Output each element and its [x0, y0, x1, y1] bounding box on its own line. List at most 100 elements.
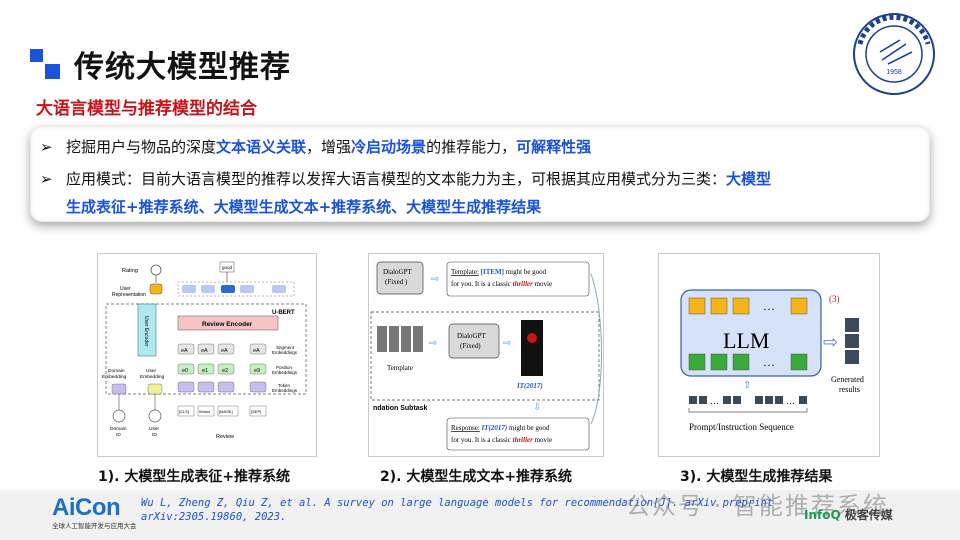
token-embeddings-row [177, 381, 267, 393]
bullet-1-highlight-2: 冷启动场景 [351, 138, 427, 156]
svg-text:…: … [710, 396, 719, 406]
bullet-1-highlight-1: 文本语义关联 [216, 138, 307, 156]
response-box [446, 417, 590, 451]
token-sep: [SEP] [251, 409, 261, 414]
user-id-node [148, 409, 162, 423]
rating-node [150, 264, 162, 276]
bullet-box: ➢ 挖掘用户与物品的深度文本语义关联，增强冷启动场景的推荐能力，可解释性强 ➢ 应用… [30, 126, 930, 222]
bullet-2: ➢ 应用模式：目前大语言模型的推荐以发挥大语言模型的文本能力为主，可根据其应用模式… [40, 164, 920, 194]
svg-text:e0: e0 [182, 368, 188, 374]
label-prompt-sequence: Prompt/Instruction Sequence [689, 422, 794, 432]
svg-text:eA: eA [181, 348, 188, 354]
review-encoder-block [177, 315, 279, 331]
arrow-bullet-icon: ➢ [40, 170, 53, 188]
svg-text:e1: e1 [202, 368, 208, 374]
bullet-1-highlight-3: 可解释性强 [516, 138, 592, 156]
user-encoder-block [137, 303, 157, 357]
arrow-right-icon: ⇨ [503, 338, 511, 349]
movie-poster [521, 320, 543, 376]
user-rep-node [149, 283, 163, 295]
label-review: Review [216, 434, 234, 440]
domain-embedding-node [111, 383, 127, 395]
label-template: Template [387, 364, 413, 372]
label-it2017: IT(2017) [516, 382, 543, 390]
bullet-1: ➢ 挖掘用户与物品的深度文本语义关联，增强冷启动场景的推荐能力，可解释性强 [40, 132, 591, 162]
svg-text:Template: [ITEM] might be good: Template: [ITEM] might be good [451, 268, 547, 276]
page-title: 传统大模型推荐 [74, 50, 291, 85]
logo-year: 1958 [886, 69, 902, 76]
jike-text: 极客传媒 [844, 508, 893, 522]
dialogpt-fixed-box-top [376, 261, 424, 295]
svg-text:…: … [786, 396, 795, 406]
caption-1: 1). 大模型生成表征+推荐系统 [98, 469, 291, 485]
arrow-bullet-icon: ➢ [40, 138, 53, 156]
label-rating: Rating [122, 268, 138, 274]
svg-text:for you. It is a classic thril: for you. It is a classic thriller movie [451, 280, 552, 288]
token-cls: [CLS] [179, 409, 189, 414]
bullet-1-text-a: 挖掘用户与物品的深度 [66, 138, 217, 156]
token-mask: [MASK] [219, 409, 233, 414]
bullet-2-text: 应用模式：目前大语言模型的推荐以发挥大语言模型的文本能力为主，可根据其应用模式分… [66, 170, 727, 188]
svg-text:…: … [763, 355, 775, 369]
label-review-encoder: Review Encoder [202, 321, 253, 328]
label-user-encoder: User Encoder [143, 316, 149, 347]
svg-text:eA: eA [221, 348, 228, 354]
svg-text:e9: e9 [254, 368, 260, 374]
label-marker: (3) [829, 294, 840, 304]
token-works: Works [199, 409, 210, 414]
arrow-up-icon: ⇧ [743, 380, 751, 391]
footer-bar [0, 490, 960, 540]
caption-3: 3). 大模型生成推荐结果 [680, 469, 833, 485]
label-ubert: U-BERT [272, 310, 295, 316]
svg-text:eA: eA [253, 348, 260, 354]
label-llm: LLM [723, 328, 769, 353]
aicon-logo-text: AiCon [52, 494, 121, 521]
bullet-1-text-c: 的推荐能力， [426, 138, 517, 156]
arrow-right-icon: ⇨ [823, 332, 838, 352]
watermark: 公众号 · 智能推荐系统 [626, 492, 889, 520]
arrow-right-icon: ⇨ [431, 274, 439, 285]
svg-text:eA: eA [201, 348, 208, 354]
bullet-2-continuation: 生成表征+推荐系统、大模型生成文本+推荐系统、大模型生成推荐结果 [66, 198, 542, 216]
bullet-1-text-b: ，增强 [306, 138, 352, 156]
svg-text:e2: e2 [222, 368, 228, 374]
infoq-logo: InfoQ 极客传媒 [804, 506, 893, 523]
infoq-text: InfoQ [804, 507, 841, 522]
position-embeddings-row: e0 e1 e2 e9 [177, 363, 267, 375]
svg-text:Response: IT(2017) might be go: Response: IT(2017) might be good [451, 424, 550, 432]
dialogpt-fixed-box-mid [448, 323, 500, 359]
aicon-subtitle: 全球人工智能开发与应用大会 [52, 522, 137, 530]
title-squares-icon [30, 49, 60, 79]
label-good: good [222, 265, 233, 270]
domain-id-node [112, 409, 126, 423]
caption-2: 2). 大模型生成文本+推荐系统 [380, 469, 573, 485]
aicon-logo: AiCon 全球人工智能开发与应用大会 [52, 494, 137, 530]
segment-embeddings-row: eA eA eA eA [177, 343, 267, 355]
svg-text:for you. It is a classic thril: for you. It is a classic thriller movie [451, 436, 552, 444]
label-dialogpt-mid: DialoGPT(Fixed) [457, 332, 487, 350]
user-embedding-node [147, 383, 163, 395]
label-subtask: ndation Subtask [373, 405, 428, 412]
arrow-right-icon: ⇨ [429, 338, 437, 349]
subtitle: 大语言模型与推荐模型的结合 [36, 99, 257, 119]
university-logo: 1958 [853, 13, 935, 95]
title-bar: 传统大模型推荐 [30, 42, 291, 86]
template-box [446, 261, 590, 297]
arrow-down-icon: ⇩ [533, 402, 541, 413]
reference-citation: Wu L, Zheng Z, Qiu Z, et al. A survey on… [141, 497, 774, 523]
figure-dialogpt: DialoGPT(Fixed ) ⇨ Template: [ITEM] migh… [368, 253, 604, 457]
svg-text:…: … [763, 299, 775, 313]
label-dialogpt-top: DialoGPT(Fixed ) [383, 268, 413, 286]
bullet-2-highlight: 大模型 [726, 170, 772, 188]
